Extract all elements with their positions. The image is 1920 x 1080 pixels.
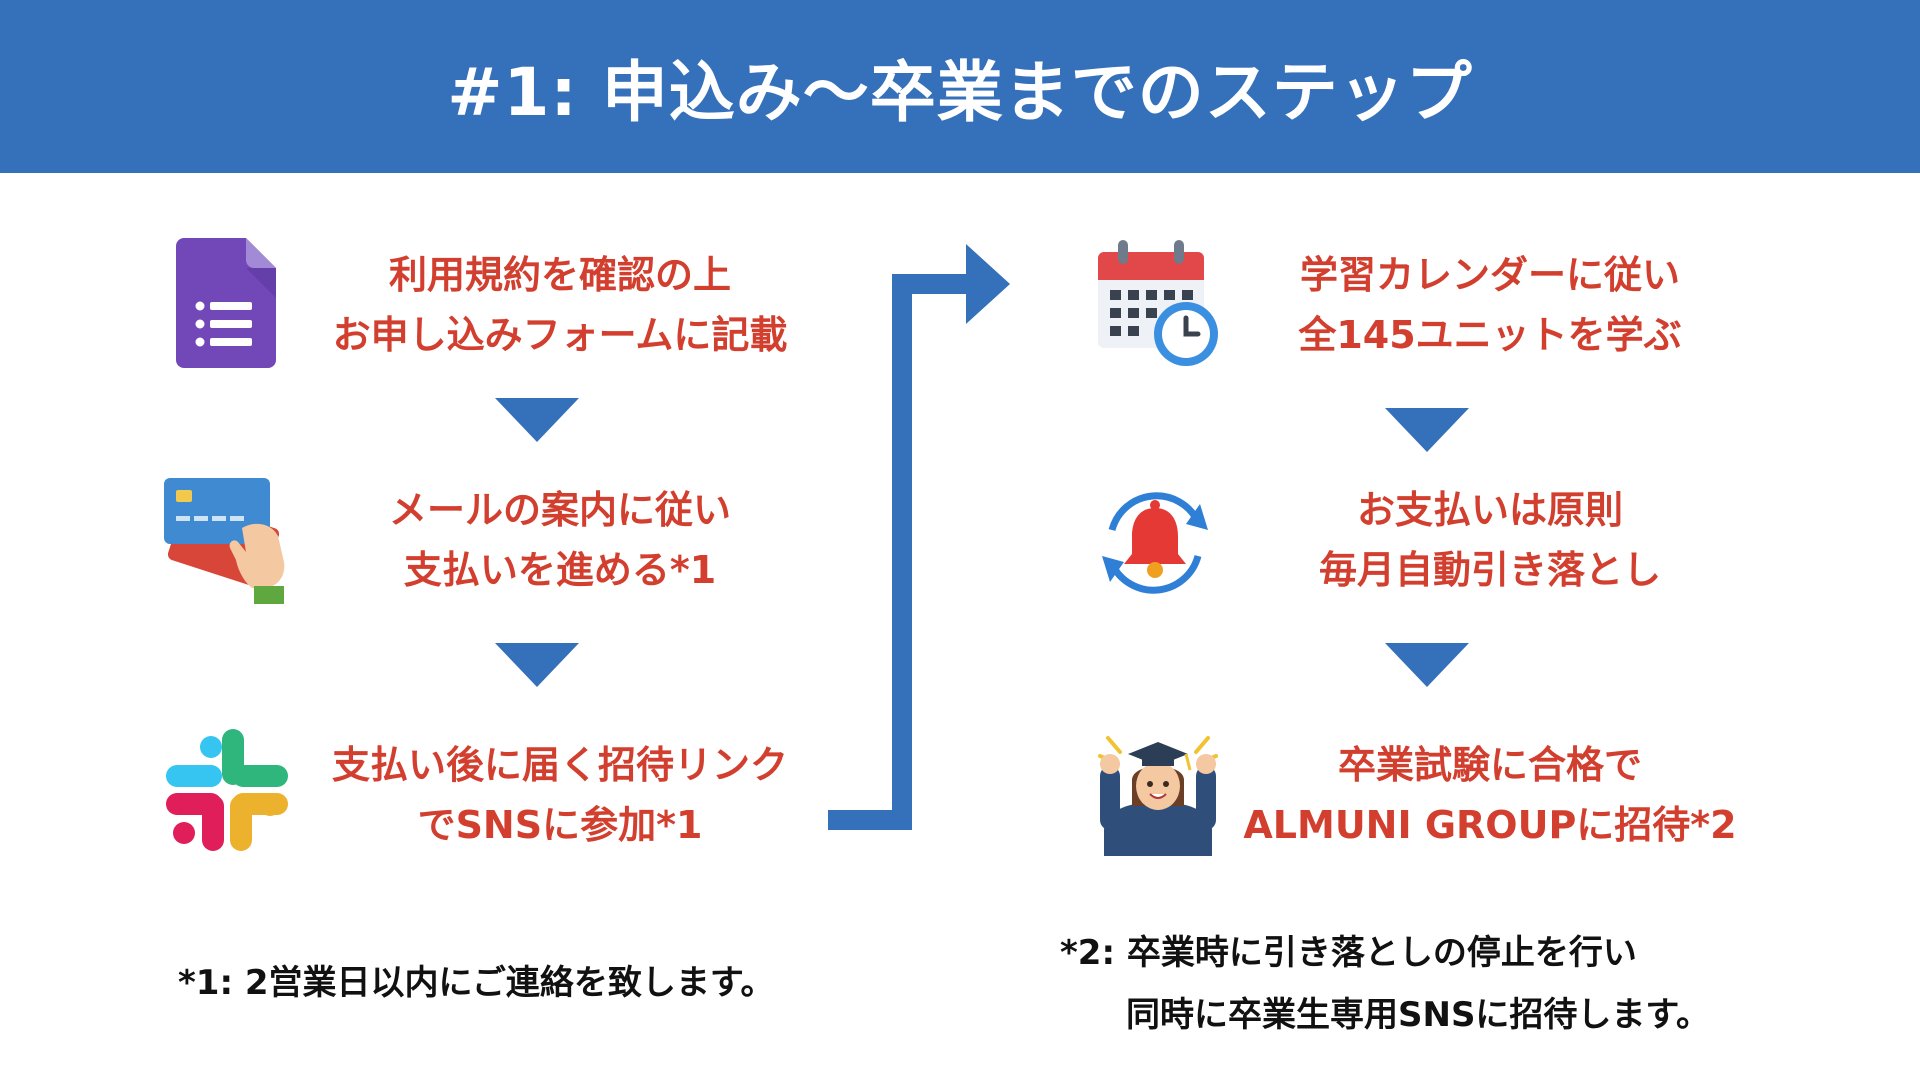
graduate-icon [1098,736,1218,856]
step-graduation-text: 卒業試験に合格で ALMUNI GROUPに招待*2 [1243,743,1737,847]
footnote-1: *1: 2営業日以内にご連絡を致します。 [178,963,775,1003]
step-sns-text: 支払い後に届く招待リンク でSNSに参加*1 [331,743,788,847]
bell-refresh-icon [1102,492,1208,594]
page-header: #1: 申込み〜卒業までのステップ [0,0,1920,173]
down-arrow [1385,643,1469,687]
down-arrow [495,398,579,442]
calendar-clock-icon [1098,240,1218,366]
down-arrow [495,643,579,687]
down-arrow [1385,408,1469,452]
slack-icon [166,729,288,851]
step-payment-text: メールの案内に従い 支払いを進める*1 [388,488,731,592]
connector-arrow [828,244,1010,830]
page-title: #1: 申込み〜卒業までのステップ [447,53,1473,131]
google-forms-icon [176,238,276,368]
step-apply-text: 利用規約を確認の上 お申し込みフォームに記載 [332,253,788,357]
step-billing-text: お支払いは原則 毎月自動引き落とし [1318,488,1661,592]
footnote-2: *2: 卒業時に引き落としの停止を行い 同時に卒業生専用SNSに招待します。 [1060,933,1711,1035]
credit-card-icon [164,478,285,604]
step-study-text: 学習カレンダーに従い 全145ユニットを学ぶ [1298,253,1682,357]
